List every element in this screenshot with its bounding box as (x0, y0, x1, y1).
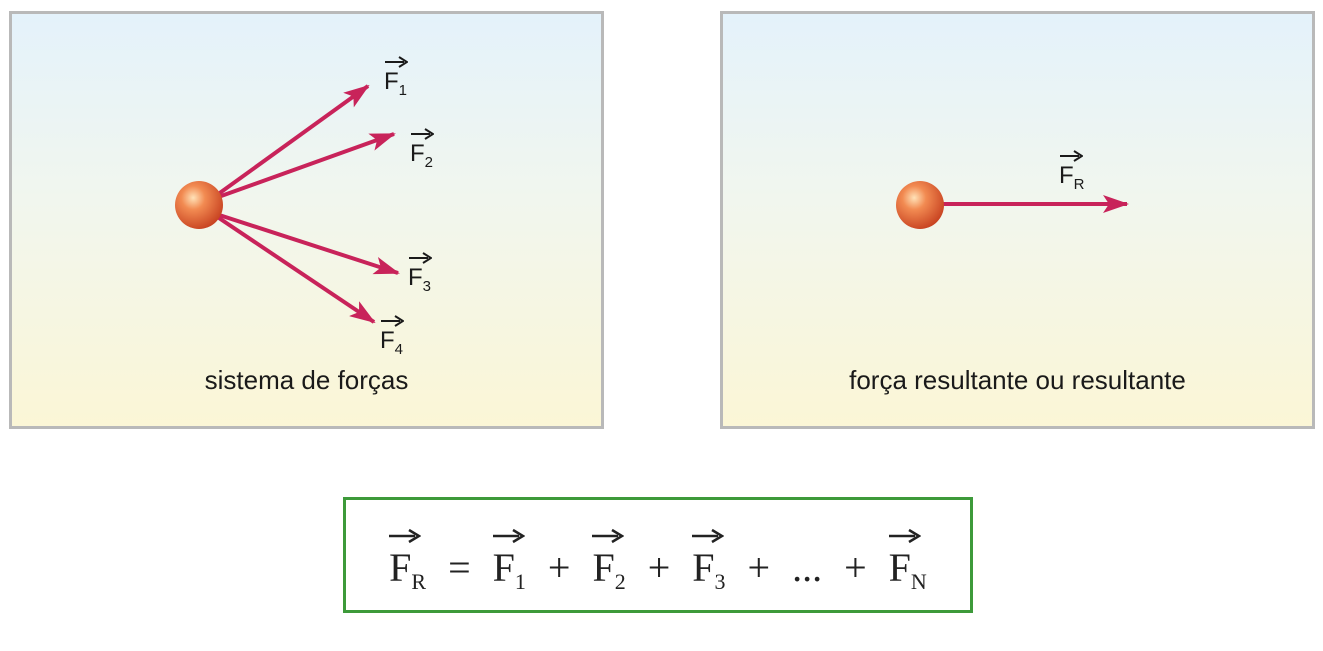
vector-subscript: 1 (514, 569, 526, 594)
vector-label-fr: FR (1059, 150, 1085, 193)
vector-symbol: F (410, 140, 425, 167)
vector-label-f3: F3 (408, 252, 432, 295)
force-arrow-f1 (208, 84, 370, 202)
resultant-equation: FR = F1 + F2 + F3 + ... + FN (346, 528, 970, 595)
resultant-force-panel: FR força resultante ou resultante (720, 11, 1315, 429)
equals-sign: = (448, 545, 471, 590)
equation-term-f1: F1 (492, 528, 526, 595)
ellipsis: ... (792, 545, 823, 590)
force-system-panel: F1 F2 F3 F4 sistema de forças (9, 11, 604, 429)
resultant-force-diagram (896, 181, 1129, 229)
vector-subscript: R (1073, 176, 1085, 193)
vector-subscript: 1 (398, 82, 408, 99)
plus-sign: + (747, 545, 771, 590)
equation-term-f2: F2 (592, 528, 626, 595)
vector-subscript: 2 (614, 569, 626, 594)
particle-sphere (175, 181, 223, 229)
force-arrow-f4 (208, 210, 376, 324)
vector-symbol: F (380, 327, 395, 354)
vector-arrow-icon (411, 128, 434, 140)
vector-symbol: F (592, 545, 615, 590)
force-arrow-f2 (209, 132, 396, 202)
resultant-equation-box: FR = F1 + F2 + F3 + ... + FN (343, 497, 973, 613)
equation-term-fn: FN (888, 528, 927, 595)
equation-lhs-vector: FR (389, 528, 427, 595)
force-system-caption: sistema de forças (204, 365, 409, 395)
vector-symbol: F (888, 545, 911, 590)
vector-label-f2: F2 (410, 128, 434, 171)
vector-subscript: 2 (424, 154, 434, 171)
vector-arrow-icon (592, 528, 625, 544)
vector-symbol: F (408, 264, 423, 291)
resultant-force-caption: força resultante ou resultante (849, 365, 1186, 395)
vector-label-f1: F1 (384, 56, 408, 99)
vector-arrow-icon (389, 528, 422, 544)
vector-subscript: R (411, 569, 427, 594)
force-system-diagram (175, 84, 400, 324)
particle-sphere (896, 181, 944, 229)
force-arrow-f3 (209, 210, 400, 275)
vector-arrow-icon (385, 56, 408, 68)
vector-arrow-icon (409, 252, 432, 264)
vector-arrow-icon (492, 528, 525, 544)
vector-arrow-icon (692, 528, 725, 544)
vector-symbol: F (492, 545, 515, 590)
vector-symbol: F (1059, 162, 1074, 189)
vector-symbol: F (384, 68, 399, 95)
vector-symbol: F (389, 545, 412, 590)
equation-term-f3: F3 (692, 528, 726, 595)
vector-arrow-icon (888, 528, 921, 544)
vector-label-f4: F4 (380, 315, 404, 358)
vector-subscript: 3 (422, 278, 432, 295)
vector-arrow-icon (381, 315, 404, 327)
vector-subscript: 3 (714, 569, 726, 594)
vector-subscript: 4 (394, 341, 404, 358)
plus-sign: + (647, 545, 671, 590)
plus-sign: + (844, 545, 867, 590)
vector-symbol: F (692, 545, 715, 590)
vector-arrow-icon (1060, 150, 1083, 162)
plus-sign: + (547, 545, 571, 590)
vector-subscript: N (910, 569, 927, 594)
